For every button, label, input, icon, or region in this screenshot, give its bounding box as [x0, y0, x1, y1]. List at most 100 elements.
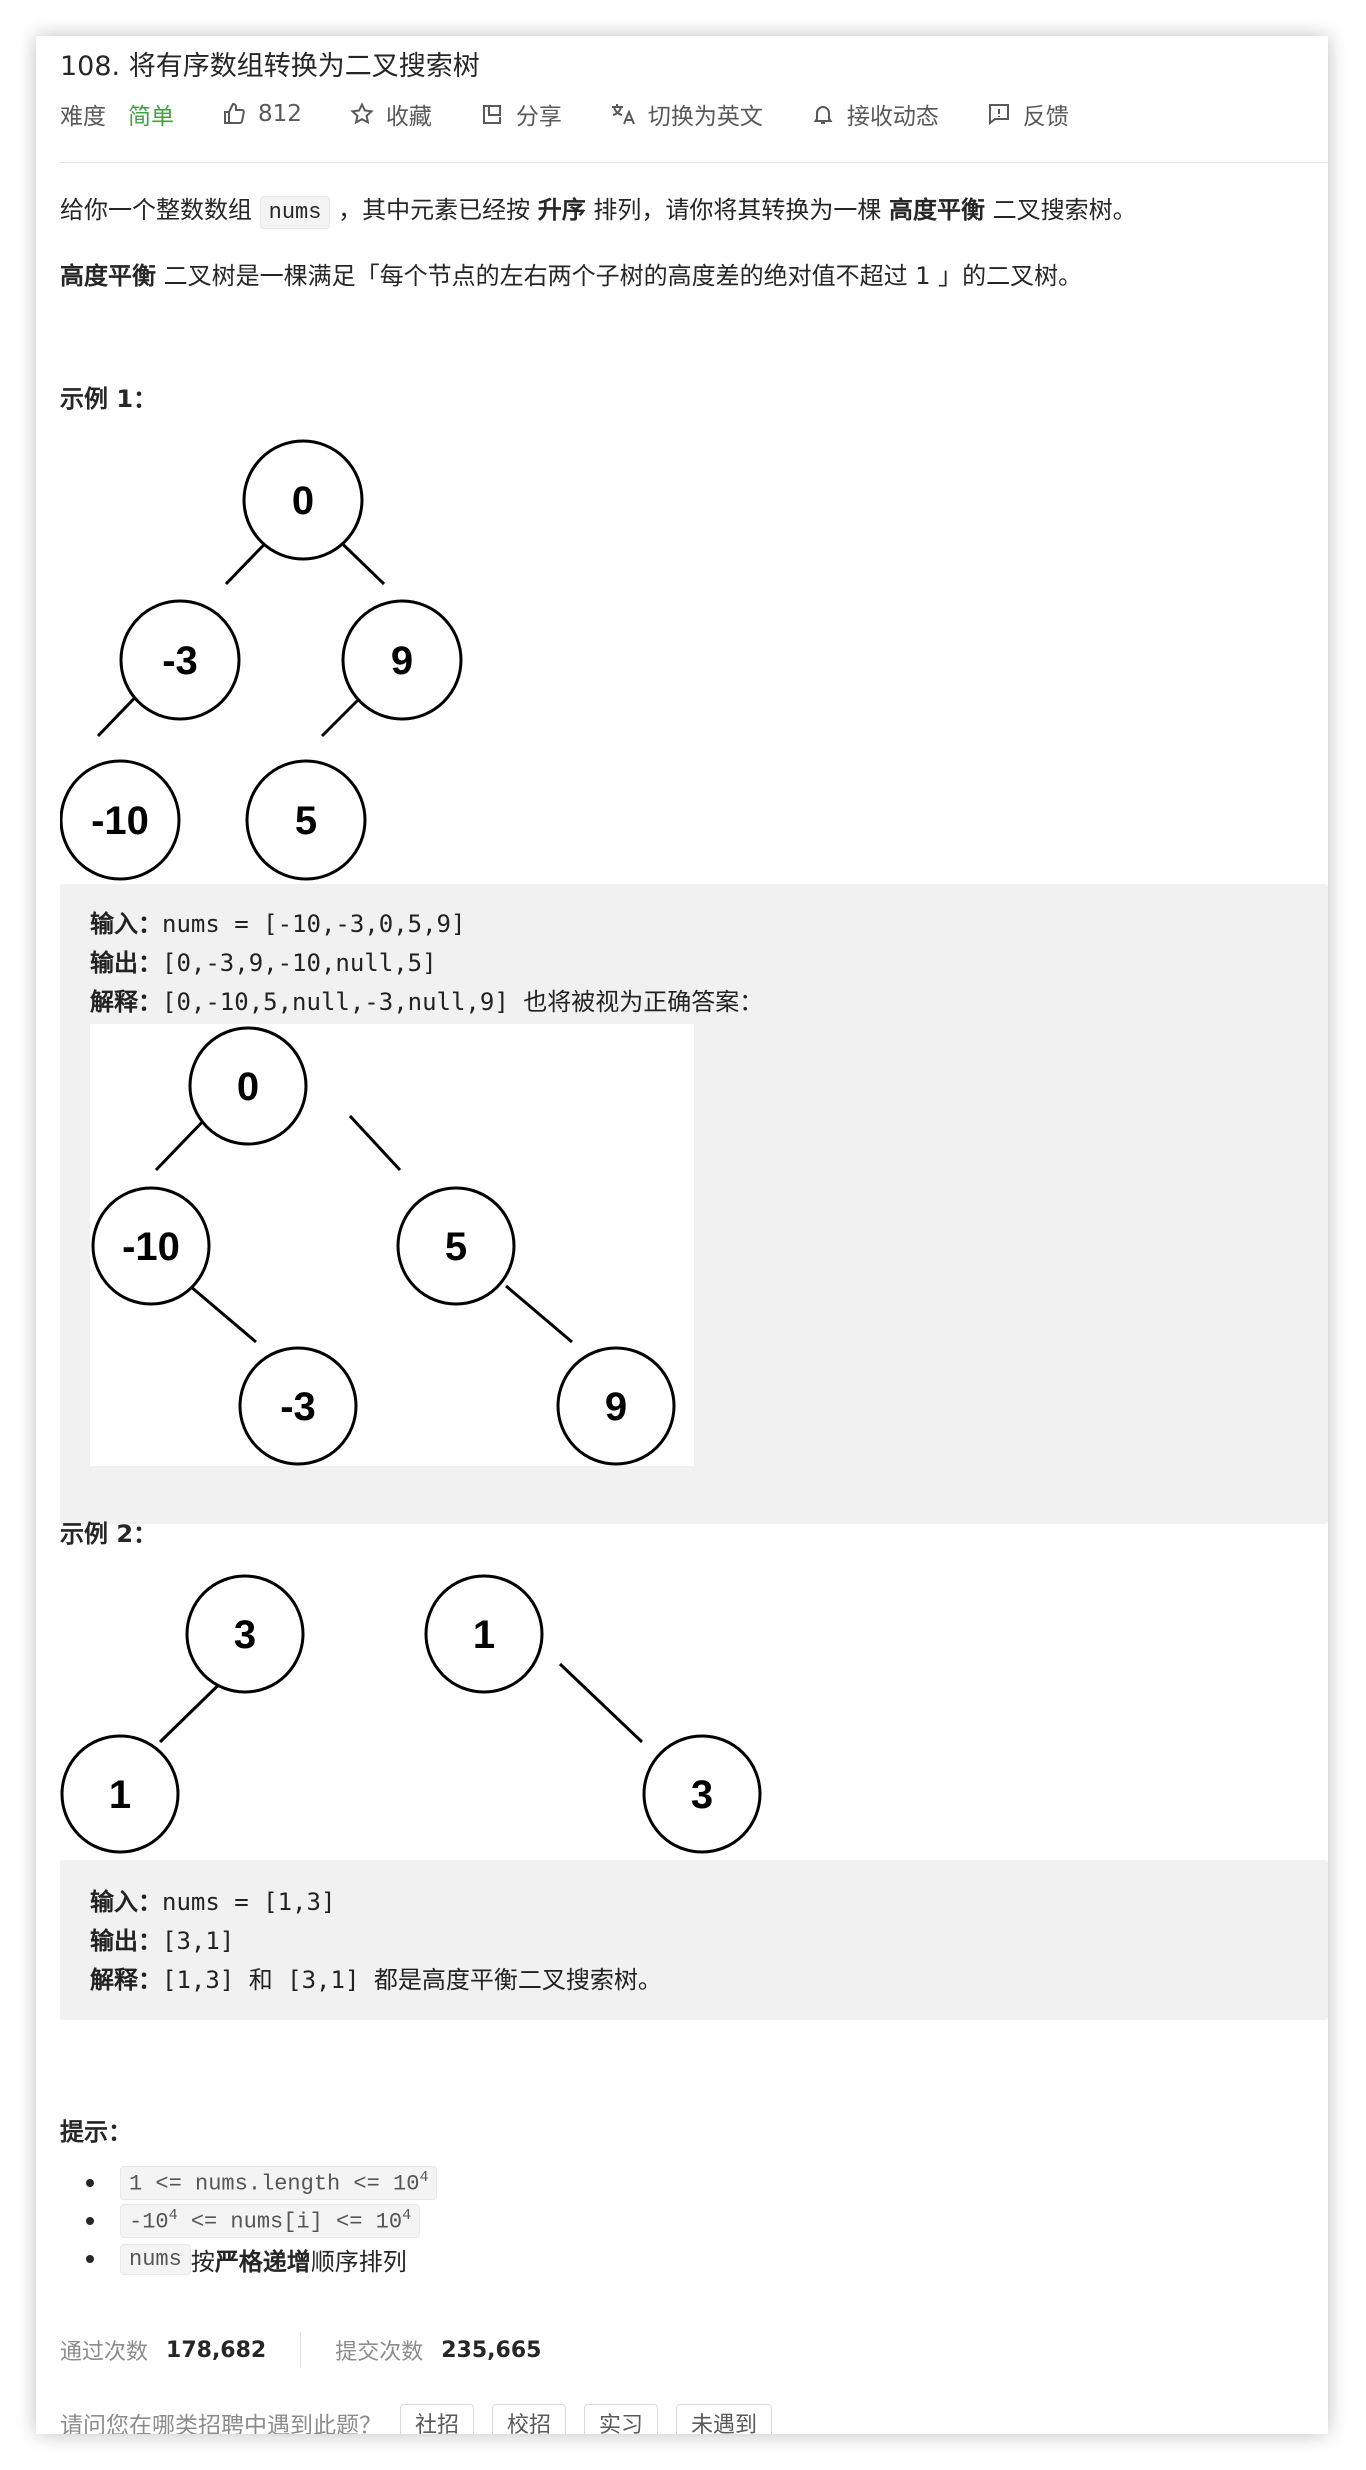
output-value: [0,-3,9,-10,null,5]: [162, 949, 437, 977]
input-value: nums = [1,3]: [162, 1888, 336, 1916]
share-button[interactable]: 分享: [480, 97, 562, 131]
tree-node-label: 1: [473, 1613, 495, 1657]
example-1-heading: 示例 1：: [60, 385, 158, 413]
text: <= nums[i] <= 10: [177, 2209, 403, 2235]
bell-icon: [813, 106, 833, 124]
inline-code: nums: [259, 196, 331, 229]
example-2-io-block: 输入：nums = [1,3] 输出：[3,1] 解释：[1,3] 和 [3,1…: [60, 1860, 1328, 2020]
accepted-label: 通过次数: [60, 2340, 149, 2365]
explain-label: 解释：: [90, 988, 162, 1016]
accepted-count: 178,682: [166, 2337, 267, 2363]
interview-question-text: 请问您在哪类招聘中遇到此题？: [60, 2413, 382, 2434]
tree-node: [245, 759, 367, 881]
text: 1 <= nums.length <= 10: [129, 2171, 420, 2197]
tree-node: [60, 1734, 180, 1854]
tree-node-label: -3: [280, 1385, 316, 1429]
tag-campus-hiring-button[interactable]: 校招: [492, 2404, 567, 2434]
example-1-explain-line: 解释：[0,-10,5,null,-3,null,9] 也将被视为正确答案：: [90, 982, 763, 1017]
explain-value: [0,-10,5,null,-3,null,9] 也将被视为正确答案：: [162, 988, 764, 1016]
feedback-button[interactable]: 反馈: [987, 97, 1069, 131]
tree-node: [424, 1574, 544, 1694]
text: 二叉搜索树。: [984, 196, 1137, 224]
thumbs-up-icon: [224, 102, 245, 124]
input-label: 输入：: [90, 1888, 162, 1916]
tree-node-label: 5: [445, 1225, 467, 1269]
tree-node: [60, 759, 181, 881]
inline-code: 1 <= nums.length <= 104: [120, 2166, 438, 2200]
example-2-output-line: 输出：[3,1]: [90, 1921, 234, 1956]
bold-text: 高度平衡: [60, 262, 156, 290]
tree-node: [396, 1186, 516, 1306]
example-2-explain-line: 解释：[1,3] 和 [3,1] 都是高度平衡二叉搜索树。: [90, 1960, 662, 1995]
like-count: 812: [258, 101, 302, 127]
text: ，其中元素已经按: [330, 196, 538, 224]
example-1-io-block: 输入：nums = [-10,-3,0,5,9] 输出：[0,-3,9,-10,…: [60, 884, 1328, 1524]
star-icon: [350, 102, 374, 125]
submissions-label: 提交次数: [335, 2340, 424, 2365]
tree-node: [185, 1574, 305, 1694]
tree-node-label: -3: [162, 639, 198, 683]
input-value: nums = [-10,-3,0,5,9]: [162, 910, 466, 938]
feedback-label: 反馈: [1022, 104, 1069, 130]
switch-language-label: 切换为英文: [647, 104, 763, 130]
tree-node: [91, 1186, 211, 1306]
favorite-button[interactable]: 收藏: [350, 97, 432, 131]
tag-internship-button[interactable]: 实习: [584, 2404, 659, 2434]
example-1-input-line: 输入：nums = [-10,-3,0,5,9]: [90, 904, 465, 939]
example-2-tree-diagram: 3 1 1 3: [60, 1574, 762, 1854]
subscribe-label: 接收动态: [846, 104, 939, 130]
submissions-count: 235,665: [441, 2337, 542, 2363]
tree-node-label: 0: [292, 479, 314, 523]
tree-node-label: 9: [391, 639, 413, 683]
tree-node-label: 0: [237, 1065, 259, 1109]
superscript: 4: [168, 2207, 178, 2225]
tree-edge: [348, 1114, 402, 1172]
tree-node-label: 3: [234, 1613, 256, 1657]
explain-value: [1,3] 和 [3,1] 都是高度平衡二叉搜索树。: [162, 1966, 662, 1994]
output-label: 输出：: [90, 1927, 162, 1955]
feedback-icon: [988, 104, 1009, 126]
constraints-list: 1 <= nums.length <= 104 -104 <= nums[i] …: [60, 2164, 438, 2278]
tree-node: [238, 1346, 358, 1466]
input-label: 输入：: [90, 910, 162, 938]
tree-node-label: -10: [122, 1225, 180, 1269]
bold-text: 严格递增: [214, 2247, 311, 2276]
tag-not-met-button[interactable]: 未遇到: [676, 2404, 773, 2434]
explain-label: 解释：: [90, 1966, 162, 1994]
interview-question-bar: 请问您在哪类招聘中遇到此题？ 社招 校招 实习 未遇到: [60, 2404, 773, 2434]
switch-language-button[interactable]: 切换为英文: [610, 97, 763, 131]
list-item: 1 <= nums.length <= 104: [60, 2164, 438, 2202]
problem-panel: 108. 将有序数组转换为二叉搜索树 难度 简单 812 收藏 分享 切换为英文…: [36, 36, 1328, 2434]
tree-node: [556, 1346, 676, 1466]
subscribe-button[interactable]: 接收动态: [811, 97, 939, 131]
tree-node-label: 5: [295, 799, 317, 843]
tree-edge: [505, 1284, 573, 1344]
text: 给你一个整数数组: [60, 196, 260, 224]
share-label: 分享: [515, 104, 562, 130]
tag-social-hiring-button[interactable]: 社招: [400, 2404, 475, 2434]
text: -10: [129, 2209, 169, 2235]
text: 二叉树是一棵满足「每个节点的左右两个子树的高度差的绝对值不超过 1 」的二叉树。: [156, 262, 1083, 290]
tree-node: [188, 1026, 308, 1146]
example-1-output-line: 输出：[0,-3,9,-10,null,5]: [90, 943, 437, 978]
tree-node-label: 1: [109, 1773, 131, 1817]
submission-stats: 通过次数 178,682 提交次数 235,665: [60, 2332, 541, 2368]
tree-edge: [558, 1662, 644, 1744]
superscript: 4: [419, 2169, 429, 2187]
list-item: nums 按 严格递增 顺序排列: [60, 2240, 437, 2278]
like-button[interactable]: 812: [222, 101, 302, 127]
stats-divider: [300, 2332, 302, 2368]
example-2-input-line: 输入：nums = [1,3]: [90, 1882, 335, 1917]
inline-code: nums: [120, 2243, 191, 2275]
list-item: -104 <= nums[i] <= 104: [60, 2202, 437, 2240]
inline-code: -104 <= nums[i] <= 104: [120, 2204, 421, 2238]
bold-text: 高度平衡: [888, 196, 985, 224]
tree-node: [119, 599, 241, 721]
output-label: 输出：: [90, 949, 162, 977]
bold-text: 升序: [537, 196, 586, 224]
difficulty-badge: 简单: [128, 104, 174, 130]
tree-node-label: -10: [91, 799, 149, 843]
tree-edge: [154, 1114, 210, 1172]
text: 排列，请你将其转换为一棵: [585, 196, 889, 224]
text: 按: [190, 2247, 215, 2276]
